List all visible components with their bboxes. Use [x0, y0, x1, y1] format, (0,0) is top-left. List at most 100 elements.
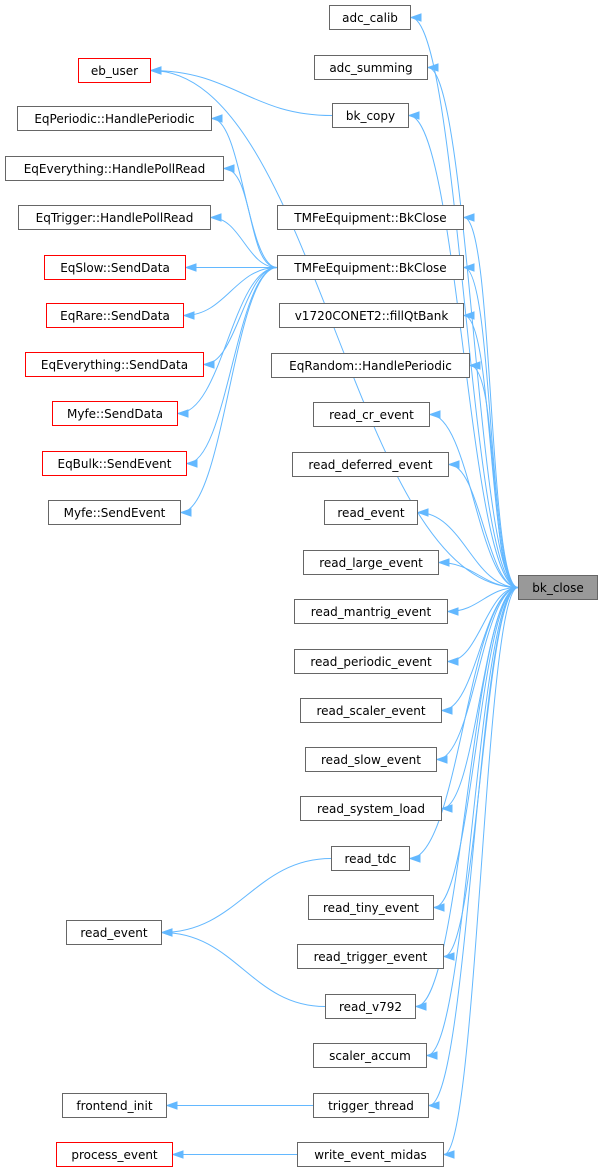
edge-frontend-init-to-trigger-thread-arrowhead: [165, 1101, 178, 1110]
node-adc-calib[interactable]: adc_calib: [329, 5, 411, 30]
node-scaler-accum[interactable]: scaler_accum: [313, 1043, 427, 1068]
edge-read-v792-to-bk-close-arrowhead: [414, 1002, 427, 1011]
node-read-cr-event[interactable]: read_cr_event: [313, 402, 430, 427]
node-eqslow-senddata[interactable]: EqSlow::SendData: [44, 255, 186, 280]
edge-process-event-to-write-event-midas-arrowhead: [171, 1150, 184, 1159]
node-read-tiny-event[interactable]: read_tiny_event: [308, 895, 434, 920]
edge-read-event-to-bk-close: [417, 512, 519, 588]
edge-read-event-to-read-v792: [161, 932, 326, 1007]
edge-eqrare-senddata-to-tmfe-bkclose-arrowhead: [182, 311, 195, 320]
edge-eqtrigger-handlepollread-to-tmfe-bkclose-arrowhead: [209, 213, 222, 222]
node-eqperiodic-handleperiodic[interactable]: EqPeriodic::HandlePeriodic: [17, 106, 212, 131]
edge-v1720conet2-fillqtbank-to-bk-close-arrowhead: [462, 311, 475, 320]
node-write-event-midas[interactable]: write_event_midas: [297, 1142, 444, 1167]
edge-read-v792-to-bk-close: [415, 587, 519, 1007]
edge-myfe-sendevent-to-tmfe-bkclose: [180, 267, 278, 513]
edge-read-tdc-to-bk-close: [409, 587, 519, 859]
edge-tmfe-bkclose-2-to-bk-close: [463, 267, 519, 588]
node-eqbulk-sendevent[interactable]: EqBulk::SendEvent: [42, 451, 187, 476]
node-eqeverything-senddata[interactable]: EqEverything::SendData: [25, 352, 204, 377]
node-bk-copy[interactable]: bk_copy: [332, 103, 409, 128]
edge-bk-copy-to-bk-close: [408, 115, 519, 588]
edge-eqrandom-handleperiodic-to-bk-close-arrowhead: [468, 361, 481, 370]
edge-read-slow-event-to-bk-close: [436, 587, 519, 760]
edge-eqbulk-sendevent-to-tmfe-bkclose-arrowhead: [185, 459, 198, 468]
node-read-scaler-event[interactable]: read_scaler_event: [300, 698, 442, 723]
edge-write-event-midas-to-bk-close: [443, 587, 519, 1155]
node-v1720conet2-fillqtbank[interactable]: v1720CONET2::fillQtBank: [279, 303, 464, 328]
node-read-tdc[interactable]: read_tdc: [331, 846, 410, 871]
edge-read-event-to-read-v792-arrowhead: [160, 928, 173, 937]
edge-read-periodic-event-to-bk-close-arrowhead: [446, 657, 459, 666]
node-tmfe-bkclose-1[interactable]: TMFeEquipment::BkClose: [277, 205, 464, 230]
node-bk-close: bk_close: [518, 575, 598, 600]
node-read-system-load[interactable]: read_system_load: [300, 796, 442, 821]
edge-eqtrigger-handlepollread-to-tmfe-bkclose: [210, 217, 278, 268]
edge-read-cr-event-to-bk-close-arrowhead: [428, 410, 441, 419]
node-myfe-sendevent[interactable]: Myfe::SendEvent: [48, 500, 181, 525]
node-tmfe-bkclose-2[interactable]: TMFeEquipment::BkClose: [277, 255, 464, 280]
edge-read-deferred-event-to-bk-close-arrowhead: [447, 460, 460, 469]
node-eqrandom-handleperiodic[interactable]: EqRandom::HandlePeriodic: [271, 353, 470, 378]
edge-eqperiodic-handleperiodic-to-tmfe-bkclose-arrowhead: [210, 114, 223, 123]
node-read-v792[interactable]: read_v792: [325, 994, 416, 1019]
node-read-large-event[interactable]: read_large_event: [303, 550, 439, 575]
edge-eb-user-to-bk-copy: [150, 70, 333, 116]
edge-eqrare-senddata-to-tmfe-bkclose: [183, 267, 278, 316]
edge-read-trigger-event-to-bk-close-arrowhead: [442, 952, 455, 961]
edge-tmfe-bkclose-1-to-bk-close: [463, 217, 519, 588]
node-eb-user[interactable]: eb_user: [78, 58, 151, 83]
edge-read-cr-event-to-bk-close: [429, 414, 519, 588]
edge-read-event-to-read-tdc: [161, 858, 332, 933]
node-read-slow-event[interactable]: read_slow_event: [305, 747, 437, 772]
edge-myfe-senddata-to-tmfe-bkclose: [177, 267, 278, 414]
node-eqrare-senddata[interactable]: EqRare::SendData: [46, 303, 184, 328]
edge-adc-calib-to-bk-close-arrowhead: [409, 13, 422, 22]
edge-bk-copy-to-bk-close-arrowhead: [407, 111, 420, 120]
edge-adc-summing-to-bk-close-arrowhead: [426, 63, 439, 72]
edge-read-tdc-to-bk-close-arrowhead: [408, 854, 421, 863]
edge-eqeverything-handlepollread-to-tmfe-bkclose: [223, 168, 278, 268]
edge-trigger-thread-to-bk-close-arrowhead: [427, 1101, 440, 1110]
edge-read-scaler-event-to-bk-close-arrowhead: [440, 706, 453, 715]
node-read-deferred-event[interactable]: read_deferred_event: [292, 452, 449, 477]
edge-eqslow-senddata-to-tmfe-bkclose-arrowhead: [184, 263, 197, 272]
node-trigger-thread[interactable]: trigger_thread: [313, 1093, 429, 1118]
edge-read-event-to-bk-close-arrowhead: [416, 508, 429, 517]
node-read-periodic-event[interactable]: read_periodic_event: [294, 649, 448, 674]
node-read-event-left[interactable]: read_event: [66, 920, 162, 945]
node-eqeverything-handlepollread[interactable]: EqEverything::HandlePollRead: [5, 156, 224, 181]
node-frontend-init[interactable]: frontend_init: [62, 1093, 167, 1118]
edge-adc-summing-to-bk-close: [427, 67, 519, 588]
edge-read-tiny-event-to-bk-close-arrowhead: [432, 903, 445, 912]
edge-read-slow-event-to-bk-close-arrowhead: [435, 755, 448, 764]
node-read-mantrig-event[interactable]: read_mantrig_event: [294, 599, 448, 624]
edge-read-tiny-event-to-bk-close: [433, 587, 519, 908]
edge-tmfe-bkclose-2-to-bk-close-arrowhead: [462, 263, 475, 272]
edge-eb-user-to-bk-close: [150, 70, 519, 588]
edge-read-mantrig-event-to-bk-close-arrowhead: [446, 607, 459, 616]
node-read-event[interactable]: read_event: [324, 500, 418, 525]
edge-scaler-accum-to-bk-close-arrowhead: [425, 1051, 438, 1060]
edge-read-system-load-to-bk-close-arrowhead: [440, 804, 453, 813]
edge-eqperiodic-handleperiodic-to-tmfe-bkclose: [211, 118, 278, 268]
edge-tmfe-bkclose-1-to-bk-close-arrowhead: [462, 213, 475, 222]
edge-eqrandom-handleperiodic-to-bk-close: [469, 365, 519, 588]
edge-eb-user-to-bk-copy-arrowhead: [149, 66, 162, 75]
edge-scaler-accum-to-bk-close: [426, 587, 519, 1056]
edge-myfe-senddata-to-tmfe-bkclose-arrowhead: [176, 409, 189, 418]
edges: [149, 13, 519, 1159]
edge-write-event-midas-to-bk-close-arrowhead: [442, 1150, 455, 1159]
edge-eqeverything-handlepollread-to-tmfe-bkclose-arrowhead: [222, 164, 235, 173]
edge-read-large-event-to-bk-close-arrowhead: [437, 558, 450, 567]
edge-eqeverything-senddata-to-tmfe-bkclose-arrowhead: [202, 360, 215, 369]
node-process-event[interactable]: process_event: [56, 1142, 173, 1167]
edge-trigger-thread-to-bk-close: [428, 587, 519, 1106]
edge-read-scaler-event-to-bk-close: [441, 587, 519, 711]
edge-v1720conet2-fillqtbank-to-bk-close: [463, 315, 519, 588]
node-myfe-senddata[interactable]: Myfe::SendData: [52, 401, 178, 426]
node-eqtrigger-handlepollread[interactable]: EqTrigger::HandlePollRead: [18, 205, 211, 230]
node-adc-summing[interactable]: adc_summing: [314, 55, 428, 80]
node-read-trigger-event[interactable]: read_trigger_event: [297, 944, 444, 969]
